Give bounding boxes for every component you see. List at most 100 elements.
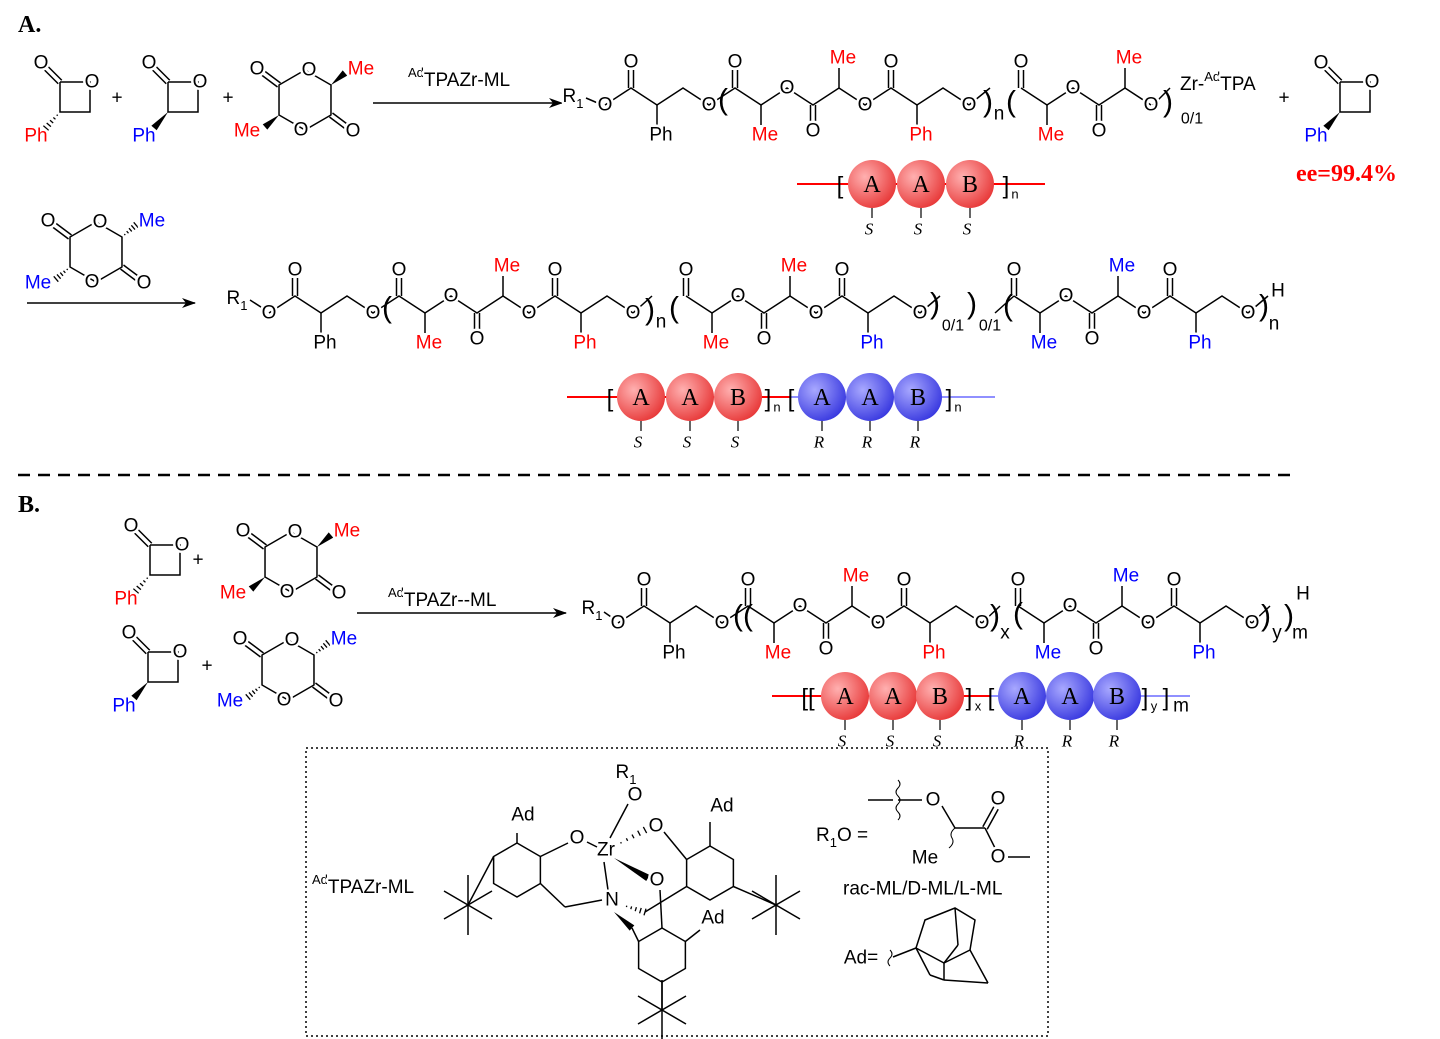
bond	[603, 611, 615, 620]
bead-r-a-stereo: R	[861, 433, 873, 452]
bond	[315, 651, 318, 654]
polymer-b-ester-o: O	[1141, 613, 1156, 634]
polymer-a2-ester-o: O	[626, 303, 641, 324]
polymer-a2-ph: Ph	[313, 333, 336, 354]
polymer-a2-ester-o: O	[262, 303, 277, 324]
catalyst-label-a-part: TPAZr-ML	[424, 70, 510, 91]
lactone-r-residual-carbonyl-o: O	[1314, 53, 1329, 74]
bond	[733, 885, 777, 906]
bond	[151, 69, 167, 85]
ee-value: ee=99.4%	[1296, 161, 1397, 187]
bond	[258, 686, 261, 689]
bead-s-b-label: B	[962, 172, 978, 198]
bond	[684, 929, 701, 943]
ml-stereo-options: rac-ML/D-ML/L-ML	[843, 879, 1002, 900]
polymer-a2-me: Me	[416, 333, 442, 354]
plus-sign: +	[222, 88, 233, 109]
bead-s-a-stereo: S	[914, 220, 923, 239]
polymer-a2-ester-o: O	[522, 303, 537, 324]
bracket: )	[1284, 600, 1294, 633]
lactide-dd-b-me: Me	[331, 629, 357, 650]
bead-s-a-label: A	[863, 172, 881, 198]
h-end: H	[1296, 584, 1310, 605]
bead-r-b-stereo: R	[1108, 732, 1120, 751]
bond	[46, 122, 52, 128]
ad-group: Ad	[511, 805, 534, 826]
bracket: (	[669, 292, 679, 325]
lactide-dd-b-carbonyl-o: O	[233, 629, 248, 650]
bond	[137, 528, 153, 544]
wedge-bond	[330, 70, 348, 85]
subscript-0-1: 0/1	[1181, 111, 1203, 128]
subscript-x: x	[1000, 623, 1010, 644]
polymer-a2-carbonyl-o: O	[835, 260, 850, 281]
zirconium: Zr	[597, 840, 616, 861]
r1o-ester-o: O	[991, 847, 1006, 868]
bond	[1013, 295, 1249, 314]
lactone-r-residual-ring-o: O	[1365, 72, 1380, 93]
polymer-b-ph: Ph	[1192, 643, 1215, 664]
r1-group-part: R	[227, 288, 241, 309]
bond	[315, 682, 332, 696]
bond	[1251, 605, 1271, 624]
catalyst-label-b-part: TPAZr--ML	[404, 590, 497, 611]
polymer-a1-carbonyl-o: O	[1092, 121, 1107, 142]
catalyst-label-b: AdTPAZr--ML	[388, 585, 496, 611]
polymer-b-carbonyl-o: O	[1167, 570, 1182, 591]
bead-s-b-label: B	[730, 385, 746, 411]
bond	[604, 87, 970, 106]
bead-r-a-stereo: R	[813, 433, 825, 452]
bracket: )	[1163, 86, 1173, 119]
bond	[59, 81, 91, 113]
lactone-r-b-carbonyl-o: O	[122, 623, 137, 644]
polymer-a1-ester-o: O	[780, 78, 795, 99]
lactide-ll-b-carbonyl-o: O	[236, 521, 251, 542]
polymer-a2-carbonyl-o: O	[1007, 260, 1022, 281]
plus-sign: +	[201, 656, 212, 677]
polymer-a2-carbonyl-o: O	[757, 329, 772, 350]
bond	[634, 907, 638, 912]
polymer-a2-ester-o: O	[913, 303, 928, 324]
polymer-b-ph: Ph	[662, 643, 685, 664]
bond	[123, 233, 126, 236]
phenoxide-o: O	[650, 870, 665, 891]
polymer-a1-ester-o: O	[858, 95, 873, 116]
lactide-ll-a-ring-o: O	[302, 60, 317, 81]
polymer-a1-ester-o: O	[1066, 78, 1081, 99]
bond	[56, 274, 62, 280]
r1-group-part: R	[563, 86, 577, 107]
polymer-a2-ester-o: O	[1137, 303, 1152, 324]
r1-group-part: 1	[576, 96, 583, 111]
wedge-bond	[248, 577, 266, 592]
bead-r-b	[1093, 672, 1141, 720]
subscript-n: n	[1269, 314, 1280, 335]
bead-s-a	[821, 672, 869, 720]
catalyst-name-part: Ad	[312, 872, 328, 887]
polymer-a2-ester-o: O	[731, 286, 746, 307]
lactone-r-residual-ph: Ph	[1304, 126, 1327, 147]
bracket: (	[718, 84, 728, 117]
bond	[52, 116, 56, 120]
bond	[467, 856, 495, 906]
polymer-a2-ph: Ph	[860, 333, 883, 354]
polymer-b-me: Me	[765, 643, 791, 664]
polymer-b-carbonyl-o: O	[1089, 639, 1104, 660]
bond	[540, 842, 569, 858]
bond	[969, 949, 989, 984]
bond	[312, 686, 329, 700]
bond	[133, 532, 149, 548]
bead-r-a-label: A	[1061, 684, 1079, 710]
bond	[130, 224, 136, 230]
bond	[142, 579, 146, 583]
polymer-a1-ester-o: O	[598, 95, 613, 116]
bracket: ]	[1003, 173, 1010, 200]
r1-group: R1	[582, 598, 603, 624]
r1-group: R1	[227, 288, 248, 314]
bead-r-b	[894, 373, 942, 421]
bead-s-a	[848, 160, 896, 208]
bead-s-a-stereo: S	[634, 433, 643, 452]
subscript-y: y	[1151, 699, 1158, 714]
lactide-ll-b-ring-o: O	[280, 582, 295, 603]
bond	[943, 979, 989, 984]
lactide-dd-b-ring-o: O	[277, 690, 292, 711]
